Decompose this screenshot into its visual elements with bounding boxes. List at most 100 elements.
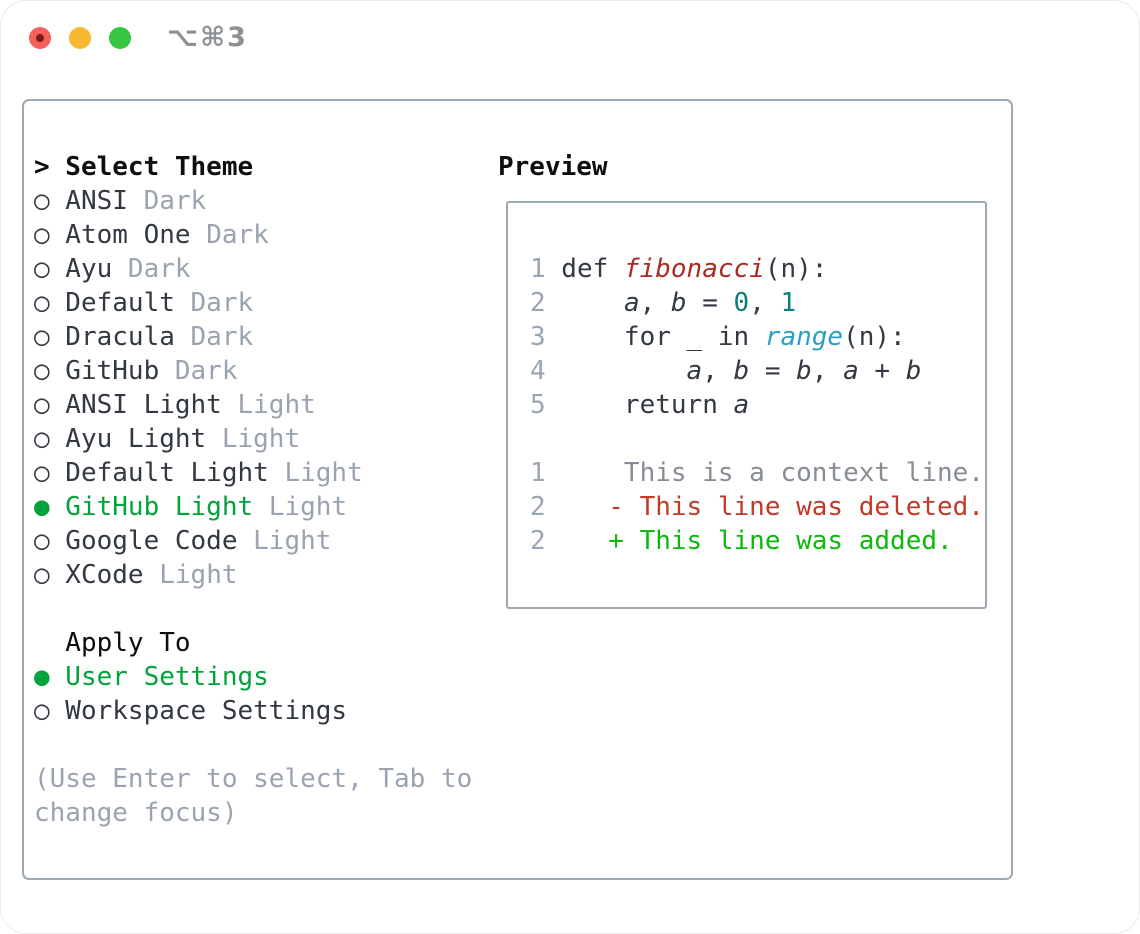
code-token: range <box>764 322 844 352</box>
help-text-line-1: (Use Enter to select, Tab to <box>34 764 473 794</box>
theme-option-default[interactable]: ○ Default Dark <box>34 286 472 320</box>
caret-icon: > <box>34 152 50 182</box>
code-line: 5 return a <box>530 388 985 422</box>
theme-name: Atom One <box>65 220 191 250</box>
selected-radio-icon: ● <box>34 492 50 522</box>
code-token: fibonacci <box>623 254 765 284</box>
theme-option-github[interactable]: ○GitHub Dark <box>34 354 472 388</box>
apply-option-user-settings[interactable]: ●User Settings <box>34 660 472 694</box>
titlebar: ⌥⌘3 <box>1 1 1139 77</box>
code-line: 4 a, b = b, a + b <box>530 354 985 388</box>
theme-name: Dracula <box>65 322 175 352</box>
code-token <box>546 288 624 318</box>
theme-name: Ayu Light <box>65 424 207 454</box>
code-line: 2 a, b = 0, 1 <box>530 286 985 320</box>
theme-option-ansi[interactable]: ○ ANSI Dark <box>34 184 472 218</box>
code-token: def <box>545 254 624 284</box>
theme-variant: Dark <box>127 254 191 284</box>
code-line: 1 def fibonacci(n): <box>530 252 985 286</box>
code-token: 1 <box>780 288 797 318</box>
theme-variant: Dark <box>190 288 254 318</box>
theme-name: Default Light <box>65 458 269 488</box>
theme-picker: >Select Theme ○ANSI Dark○Atom One Dark○A… <box>34 150 472 830</box>
theme-name: ANSI <box>65 186 128 216</box>
spacer <box>34 728 472 762</box>
theme-option-default-light[interactable]: ○Default Light Light <box>34 456 472 490</box>
theme-name: Ayu <box>65 254 113 284</box>
radio-icon: ○ <box>34 220 50 250</box>
code-token: 2 <box>530 492 546 522</box>
code-token <box>546 492 609 522</box>
close-button[interactable] <box>29 27 51 49</box>
select-theme-header: > Select Theme <box>34 150 472 184</box>
theme-option-github-light[interactable]: ●GitHub Light Light <box>34 490 472 524</box>
code-token: b <box>733 356 750 386</box>
code-token: , <box>702 356 734 386</box>
theme-option-dracula[interactable]: ○ Dracula Dark <box>34 320 472 354</box>
preview-header: Preview <box>498 152 608 182</box>
theme-option-ayu-light[interactable]: ○Ayu Light Light <box>34 422 472 456</box>
theme-variant: Light <box>221 424 301 454</box>
zoom-button[interactable] <box>109 27 131 49</box>
code-token: return <box>545 390 734 420</box>
theme-list: ○ ANSI Dark ○ Atom One Dark ○ Ayu Dark ○ Defaul… <box>34 184 472 592</box>
code-token <box>546 356 687 386</box>
code-token: - This line was deleted. <box>608 492 984 522</box>
code-token: = <box>686 288 734 318</box>
apply-to-header: Apply To <box>34 626 472 660</box>
radio-icon: ○ <box>34 696 50 726</box>
code-token: 1 <box>530 254 546 284</box>
code-token: a <box>843 356 859 386</box>
theme-option-ayu[interactable]: ○ Ayu Dark <box>34 252 472 286</box>
apply-option-label: Workspace Settings <box>65 696 348 726</box>
radio-icon: ○ <box>34 390 50 420</box>
theme-name: ANSI Light <box>65 390 222 420</box>
theme-variant: Light <box>237 390 316 420</box>
theme-variant: Light <box>159 560 238 590</box>
theme-option-ansi-light[interactable]: ○ ANSI Light Light <box>34 388 472 422</box>
close-button-dot <box>36 34 44 42</box>
theme-variant: Dark <box>143 186 207 216</box>
code-line: 2 + This line was added. <box>530 524 985 558</box>
window-title: ⌥⌘3 <box>167 22 248 53</box>
code-line: 2 - This line was deleted. <box>530 490 985 524</box>
apply-option-label: User Settings <box>65 662 269 692</box>
apply-to-list: ●User Settings○ Workspace Settings <box>34 660 472 728</box>
select-theme-header-label: Select Theme <box>65 152 254 182</box>
radio-icon: ○ <box>34 322 50 352</box>
code-token: , <box>749 288 781 318</box>
code-token: 5 <box>530 390 546 420</box>
theme-name: XCode <box>65 560 144 590</box>
theme-option-xcode[interactable]: ○XCode Light <box>34 558 472 592</box>
radio-icon: ○ <box>34 186 50 216</box>
code-token: for _ in <box>545 322 765 352</box>
radio-icon: ○ <box>34 288 50 318</box>
radio-icon: ○ <box>34 458 50 488</box>
theme-option-atom-one[interactable]: ○ Atom One Dark <box>34 218 472 252</box>
theme-option-google-code[interactable]: ○Google Code Light <box>34 524 472 558</box>
code-token: b <box>670 288 687 318</box>
code-token: b <box>905 356 922 386</box>
code-token: + <box>858 356 906 386</box>
theme-variant: Dark <box>206 220 269 250</box>
theme-variant: Dark <box>174 356 238 386</box>
theme-name: Default <box>65 288 175 318</box>
code-token: b <box>796 356 812 386</box>
minimize-button[interactable] <box>69 27 91 49</box>
code-token: a <box>686 356 703 386</box>
code-token: a <box>623 288 640 318</box>
theme-name: GitHub <box>65 356 160 386</box>
apply-option-workspace-settings[interactable]: ○ Workspace Settings <box>34 694 472 728</box>
theme-variant: Dark <box>190 322 254 352</box>
code-token: , <box>639 288 671 318</box>
code-line: 3 for _ in range(n): <box>530 320 985 354</box>
apply-to-header-label: Apply To <box>65 628 191 658</box>
code-token: 4 <box>530 356 546 386</box>
code-line <box>530 422 985 456</box>
code-token: 0 <box>733 288 750 318</box>
code-token: + This line was added. <box>608 526 953 556</box>
radio-icon: ○ <box>34 254 50 284</box>
code-token: , <box>811 356 844 386</box>
